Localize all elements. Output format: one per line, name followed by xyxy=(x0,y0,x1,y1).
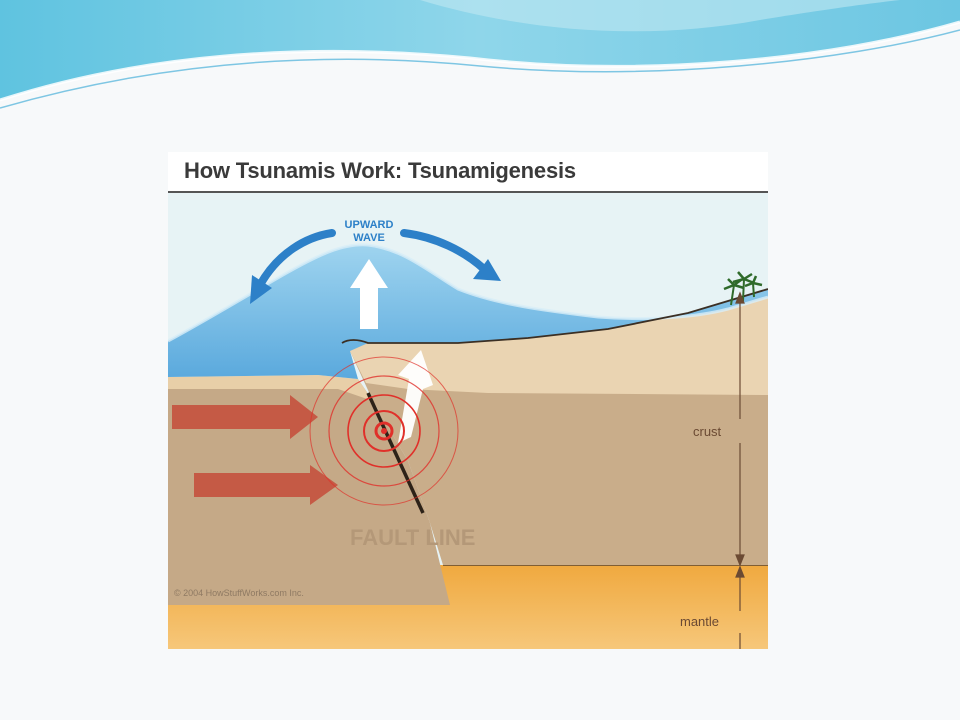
epicenter-icon xyxy=(381,428,387,434)
crust-label: crust xyxy=(693,424,722,439)
mantle-dimension xyxy=(735,565,745,649)
left-wave-arrowhead-icon xyxy=(250,275,272,304)
ocean xyxy=(168,244,768,379)
right-wave-arrow-icon xyxy=(400,229,488,273)
left-wave-arrow-icon xyxy=(256,229,336,289)
tsunami-diagram: UPWARD WAVE FAULT LINE crust mantle © 20… xyxy=(168,193,768,649)
sediment-left xyxy=(168,375,373,401)
crust-dimension xyxy=(735,291,745,567)
epicenter-rings xyxy=(309,356,459,506)
copyright-label: © 2004 HowStuffWorks.com Inc. xyxy=(174,588,304,598)
right-wave-arrowhead-icon xyxy=(473,259,501,281)
tsunami-figure: How Tsunamis Work: Tsunamigenesis xyxy=(168,152,768,649)
upward-wave-label-line1: UPWARD xyxy=(345,219,394,231)
slide-header-swoosh xyxy=(0,0,960,109)
upward-wave-label-line2: WAVE xyxy=(353,232,385,244)
fault-line-label: FAULT LINE xyxy=(350,525,475,550)
sediment-right xyxy=(350,289,768,395)
figure-title: How Tsunamis Work: Tsunamigenesis xyxy=(184,158,576,183)
title-divider xyxy=(168,191,768,193)
uplift-arrow-icon xyxy=(398,350,433,443)
upward-wave-arrow-icon xyxy=(350,259,388,329)
plate-push-arrow-lower-icon xyxy=(194,465,338,505)
plate-push-arrow-upper-icon xyxy=(172,395,318,439)
plate-edge xyxy=(341,288,768,344)
mantle-label: mantle xyxy=(680,614,719,629)
palm-trees-icon xyxy=(723,271,763,306)
